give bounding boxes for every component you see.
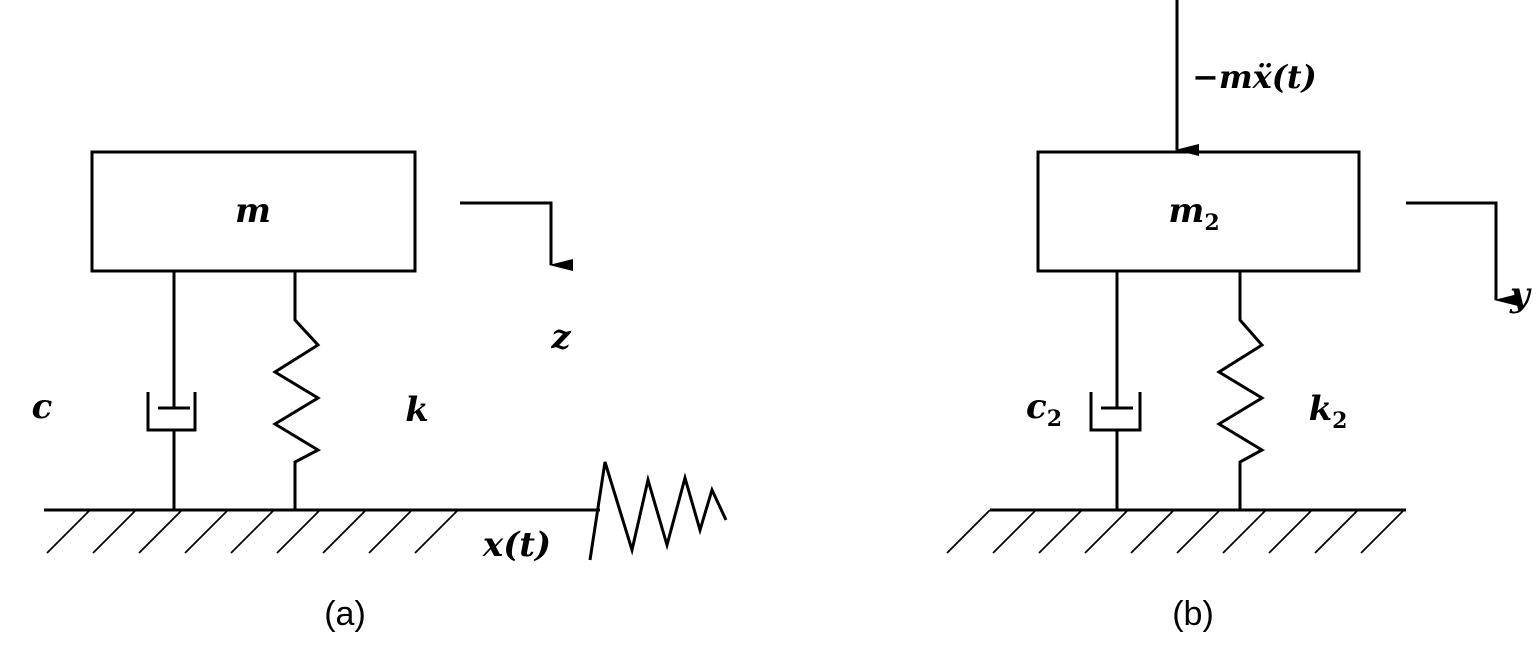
- excitation-signal-a: [588, 461, 728, 561]
- panel-a: m c k z: [32, 150, 728, 633]
- caption-a: (a): [324, 595, 366, 633]
- spring-label-b: k2: [1309, 389, 1348, 434]
- caption-b: (b): [1172, 595, 1214, 633]
- damper-label-a: c: [32, 387, 53, 427]
- mass-block-a: [90, 150, 417, 273]
- damper-b: [1089, 271, 1142, 510]
- displacement-arrow-a: [460, 201, 573, 271]
- displacement-label-a: z: [550, 317, 571, 357]
- mass-block-b: [1036, 150, 1361, 273]
- displacement-label-b: y: [1509, 275, 1532, 315]
- displacement-arrow-b: [1406, 201, 1518, 306]
- damper-label-b: c2: [1026, 387, 1062, 432]
- ground-a: [44, 508, 600, 554]
- panel-b: −mẍ(t) m2 c2 k2 y: [946, 0, 1532, 633]
- base-motion-label-a: x(t): [482, 525, 551, 565]
- spring-a: [272, 271, 322, 510]
- spring-b: [1216, 271, 1266, 510]
- mass-label-a: m: [235, 191, 271, 231]
- force-label-b: −mẍ(t): [1192, 58, 1317, 96]
- mass-label-b: m2: [1168, 191, 1219, 236]
- damper-a: [146, 271, 197, 510]
- spring-label-a: k: [405, 390, 429, 430]
- ground-b: [946, 508, 1406, 554]
